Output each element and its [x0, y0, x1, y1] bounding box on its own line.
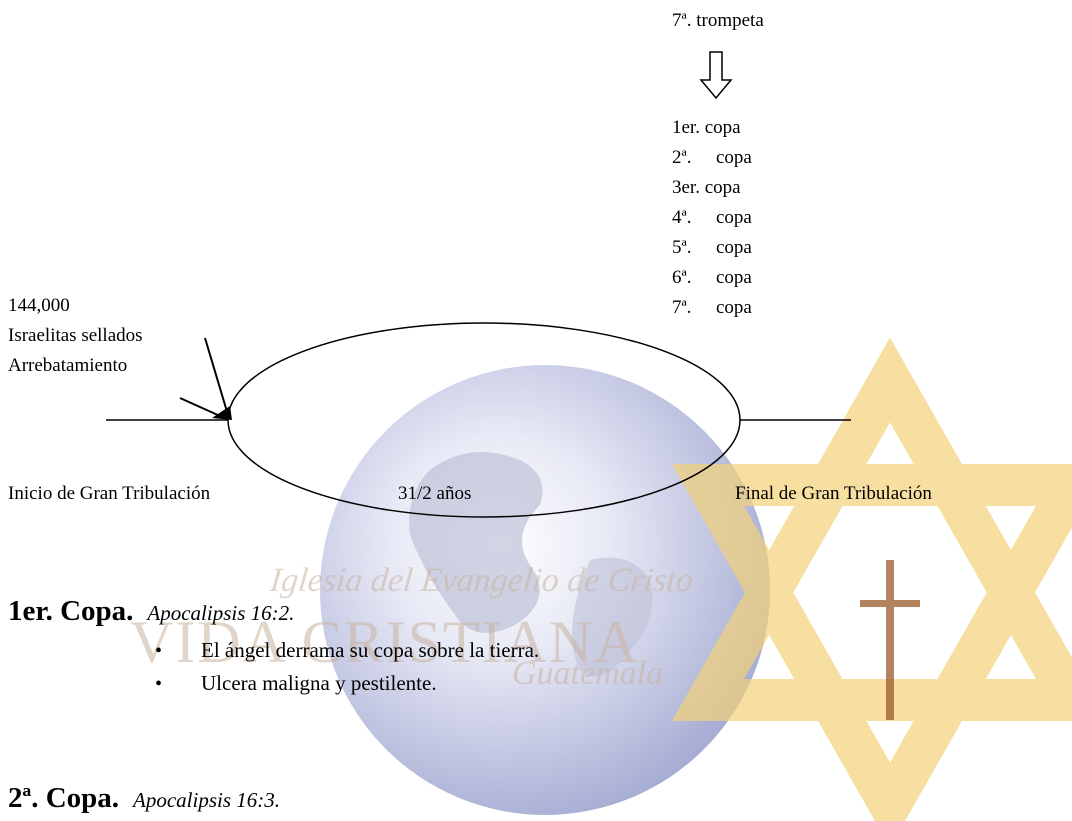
rapture-label: Arrebatamiento: [8, 355, 128, 376]
tribulation-ellipse: [227, 322, 741, 518]
section-1-bullet-list: •El ángel derrama su copa sobre la tierr…: [155, 634, 539, 700]
watermark-city-line: Guatemala: [512, 655, 664, 692]
cup-row-1: 1er. copa: [672, 117, 741, 138]
section-1-reference: Apocalipsis 16:2.: [147, 601, 295, 625]
sealed-pointer-line: [204, 337, 229, 416]
section-1-heading: 1er. Copa.: [8, 595, 134, 627]
section-2-heading: 2ª. Copa.: [8, 782, 120, 814]
section-2-title: 2ª. Copa. Apocalipsis 16:3.: [8, 782, 280, 815]
globe-watermark: [320, 365, 770, 815]
list-item: •El ángel derrama su copa sobre la tierr…: [155, 634, 539, 667]
tribulation-duration-label: 31/2 años: [398, 483, 472, 504]
arrowhead-icon: [212, 406, 232, 420]
tribulation-start-label: Inicio de Gran Tribulación: [8, 483, 211, 504]
section-2-reference: Apocalipsis 16:3.: [133, 788, 281, 812]
watermark-title-line: VIDA CRISTIANA: [130, 609, 640, 675]
sealed-count-label: 144,000: [8, 295, 70, 316]
section-1-title: 1er. Copa. Apocalipsis 16:2.: [8, 595, 294, 628]
tribulation-end-label: Final de Gran Tribulación: [735, 483, 932, 504]
bullet-icon: •: [155, 673, 163, 695]
cup-row-7: 7ª.copa: [672, 297, 752, 318]
rapture-pointer-line: [179, 397, 221, 417]
cup-row-5: 5ª.copa: [672, 237, 752, 258]
cross-watermark: [860, 560, 920, 720]
down-arrow-icon: [699, 51, 733, 100]
cup-row-3: 3er. copa: [672, 177, 741, 198]
cup-row-2: 2ª.copa: [672, 147, 752, 168]
cup-row-6: 6ª.copa: [672, 267, 752, 288]
list-item: •Ulcera maligna y pestilente.: [155, 667, 539, 700]
sealed-israelites-label: Israelitas sellados: [8, 325, 143, 346]
bullet-icon: •: [155, 640, 163, 662]
seventh-trumpet-label: 7ª. trompeta: [672, 10, 764, 31]
cup-row-4: 4ª.copa: [672, 207, 752, 228]
